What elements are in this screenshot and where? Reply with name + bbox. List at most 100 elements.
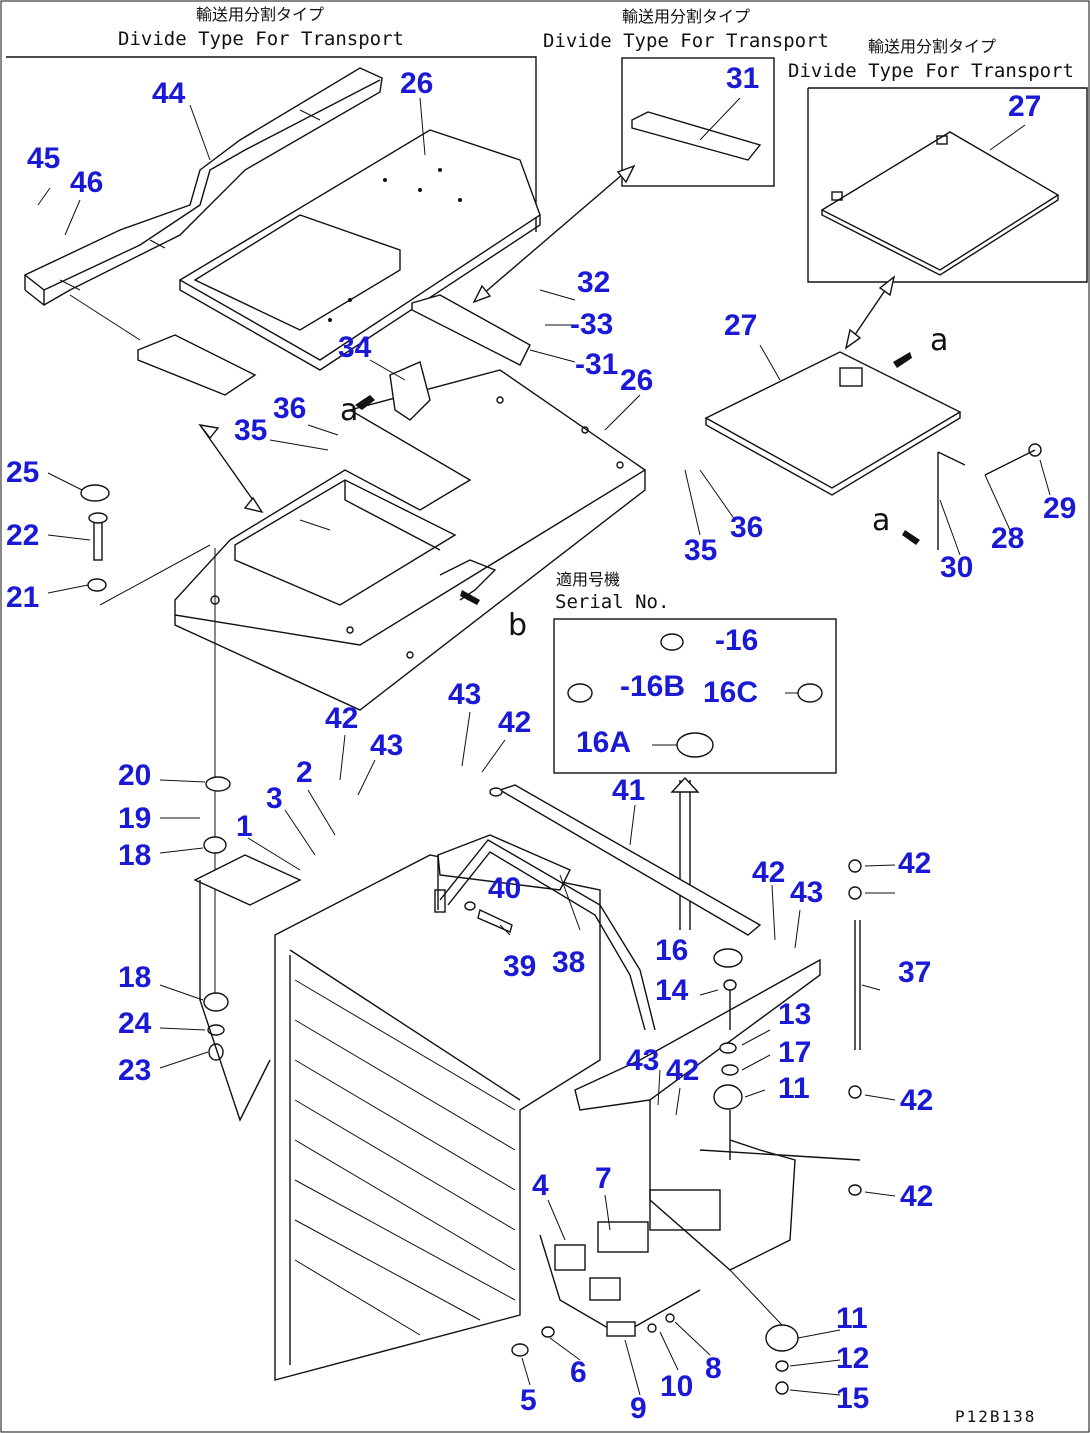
cover-31-inset bbox=[631, 111, 762, 161]
callout-30: 30 bbox=[940, 551, 973, 584]
callout-16A: 16A bbox=[576, 726, 631, 759]
callout-6: 6 bbox=[570, 1356, 587, 1389]
callout-20: 20 bbox=[118, 759, 151, 792]
callout-7: 7 bbox=[595, 1162, 612, 1195]
callout-3: 3 bbox=[266, 782, 283, 815]
callout-11: 11 bbox=[778, 1072, 810, 1105]
callout-31b: -31 bbox=[575, 348, 618, 381]
callout-16-serial: -16 bbox=[715, 624, 758, 657]
deck-plate-27 bbox=[704, 351, 962, 496]
callout-42e: 42 bbox=[900, 1084, 933, 1117]
svg-text:b: b bbox=[508, 608, 527, 643]
callout-10: 10 bbox=[660, 1370, 693, 1403]
view-letters: a a a b bbox=[340, 323, 948, 643]
callout-42f: 42 bbox=[900, 1180, 933, 1213]
serial-caption: 適用号機 Serial No. bbox=[553, 570, 837, 774]
callout-12: 12 bbox=[836, 1342, 869, 1375]
drawing-code: P12B138 bbox=[955, 1407, 1036, 1426]
svg-text:Divide Type For Transport: Divide Type For Transport bbox=[118, 28, 404, 50]
callout-11b: 11 bbox=[836, 1302, 868, 1335]
svg-text:輸送用分割タイプ: 輸送用分割タイプ bbox=[196, 5, 324, 24]
callout-43b: 43 bbox=[370, 729, 403, 762]
callout-36: 36 bbox=[273, 392, 306, 425]
callout-33: -33 bbox=[570, 308, 613, 341]
transport-caption-middle: 輸送用分割タイプ Divide Type For Transport bbox=[543, 7, 829, 187]
callout-37: 37 bbox=[898, 956, 931, 989]
callout-35b: 35 bbox=[684, 534, 717, 567]
transport-arrows bbox=[198, 164, 920, 930]
callout-4: 4 bbox=[532, 1169, 549, 1202]
callout-42d: 42 bbox=[898, 847, 931, 880]
guard-38 bbox=[434, 839, 656, 1031]
callout-29: 29 bbox=[1043, 492, 1076, 525]
callout-8: 8 bbox=[705, 1352, 722, 1385]
svg-text:輸送用分割タイプ: 輸送用分割タイプ bbox=[868, 37, 996, 56]
callout-14: 14 bbox=[655, 974, 689, 1007]
callout-24: 24 bbox=[118, 1007, 152, 1040]
bracket-34 bbox=[389, 361, 431, 421]
callout-22: 22 bbox=[6, 519, 39, 552]
cover-31-top bbox=[411, 294, 531, 366]
callout-27-inset: 27 bbox=[1008, 90, 1041, 123]
callout-13: 13 bbox=[778, 998, 811, 1031]
callout-41: 41 bbox=[612, 774, 645, 807]
small-parts-bottom bbox=[511, 1313, 675, 1357]
callouts: 44 26 45 46 31 27 32 -33 -31 34 26 27 36… bbox=[6, 62, 1076, 1425]
callout-36b: 36 bbox=[730, 511, 763, 544]
svg-text:Divide Type For Transport: Divide Type For Transport bbox=[543, 30, 829, 52]
callout-46: 46 bbox=[70, 166, 103, 199]
leader-lines bbox=[37, 97, 1051, 1396]
svg-text:a: a bbox=[872, 503, 890, 538]
pin-29-28-30 bbox=[937, 443, 1042, 550]
callout-26b: 26 bbox=[620, 364, 653, 397]
callout-42: 42 bbox=[498, 706, 531, 739]
callout-16B: -16B bbox=[620, 670, 685, 703]
callout-40: 40 bbox=[488, 872, 521, 905]
callout-42c: 42 bbox=[752, 856, 785, 889]
callout-45: 45 bbox=[27, 142, 60, 175]
transport-caption-right: 輸送用分割タイプ Divide Type For Transport bbox=[788, 37, 1088, 283]
callout-18b: 18 bbox=[118, 961, 151, 994]
svg-text:Serial No.: Serial No. bbox=[555, 591, 669, 613]
callout-16: 16 bbox=[655, 934, 688, 967]
callout-38: 38 bbox=[552, 946, 585, 979]
serial-caps bbox=[567, 633, 823, 758]
callout-25: 25 bbox=[6, 456, 39, 489]
callout-32: 32 bbox=[577, 266, 610, 299]
callout-31: 31 bbox=[726, 62, 759, 95]
svg-text:a: a bbox=[930, 323, 948, 358]
stay-rod-41 bbox=[489, 784, 762, 936]
callout-5: 5 bbox=[520, 1384, 537, 1417]
callout-23: 23 bbox=[118, 1054, 151, 1087]
rod-37 bbox=[848, 859, 862, 1196]
svg-text:Divide Type For Transport: Divide Type For Transport bbox=[788, 60, 1074, 82]
callout-43: 43 bbox=[448, 678, 481, 711]
deck-plate-26-top bbox=[137, 129, 541, 396]
callout-44: 44 bbox=[152, 77, 186, 110]
callout-9: 9 bbox=[630, 1392, 647, 1425]
main-deck-26 bbox=[174, 369, 647, 711]
callout-19: 19 bbox=[118, 802, 151, 835]
callout-15: 15 bbox=[836, 1382, 869, 1415]
callout-21: 21 bbox=[6, 581, 39, 614]
callout-39: 39 bbox=[503, 950, 536, 983]
callout-42g: 42 bbox=[666, 1054, 699, 1087]
bolt-39-40 bbox=[464, 901, 513, 933]
callout-16C: 16C bbox=[703, 676, 758, 709]
callout-17: 17 bbox=[778, 1036, 811, 1069]
transport-caption-left: 輸送用分割タイプ Divide Type For Transport bbox=[6, 5, 537, 232]
callout-28: 28 bbox=[991, 522, 1024, 555]
callout-34: 34 bbox=[338, 331, 372, 364]
callout-43c: 43 bbox=[790, 876, 823, 909]
callout-18: 18 bbox=[118, 839, 151, 872]
callout-35: 35 bbox=[234, 414, 267, 447]
callout-27: 27 bbox=[724, 309, 757, 342]
svg-text:輸送用分割タイプ: 輸送用分割タイプ bbox=[622, 7, 750, 26]
callout-2: 2 bbox=[296, 756, 313, 789]
svg-text:適用号機: 適用号機 bbox=[556, 570, 620, 589]
svg-text:a: a bbox=[340, 393, 358, 428]
callout-43d: 43 bbox=[626, 1044, 659, 1077]
callout-26: 26 bbox=[400, 67, 433, 100]
callout-42b: 42 bbox=[325, 702, 358, 735]
